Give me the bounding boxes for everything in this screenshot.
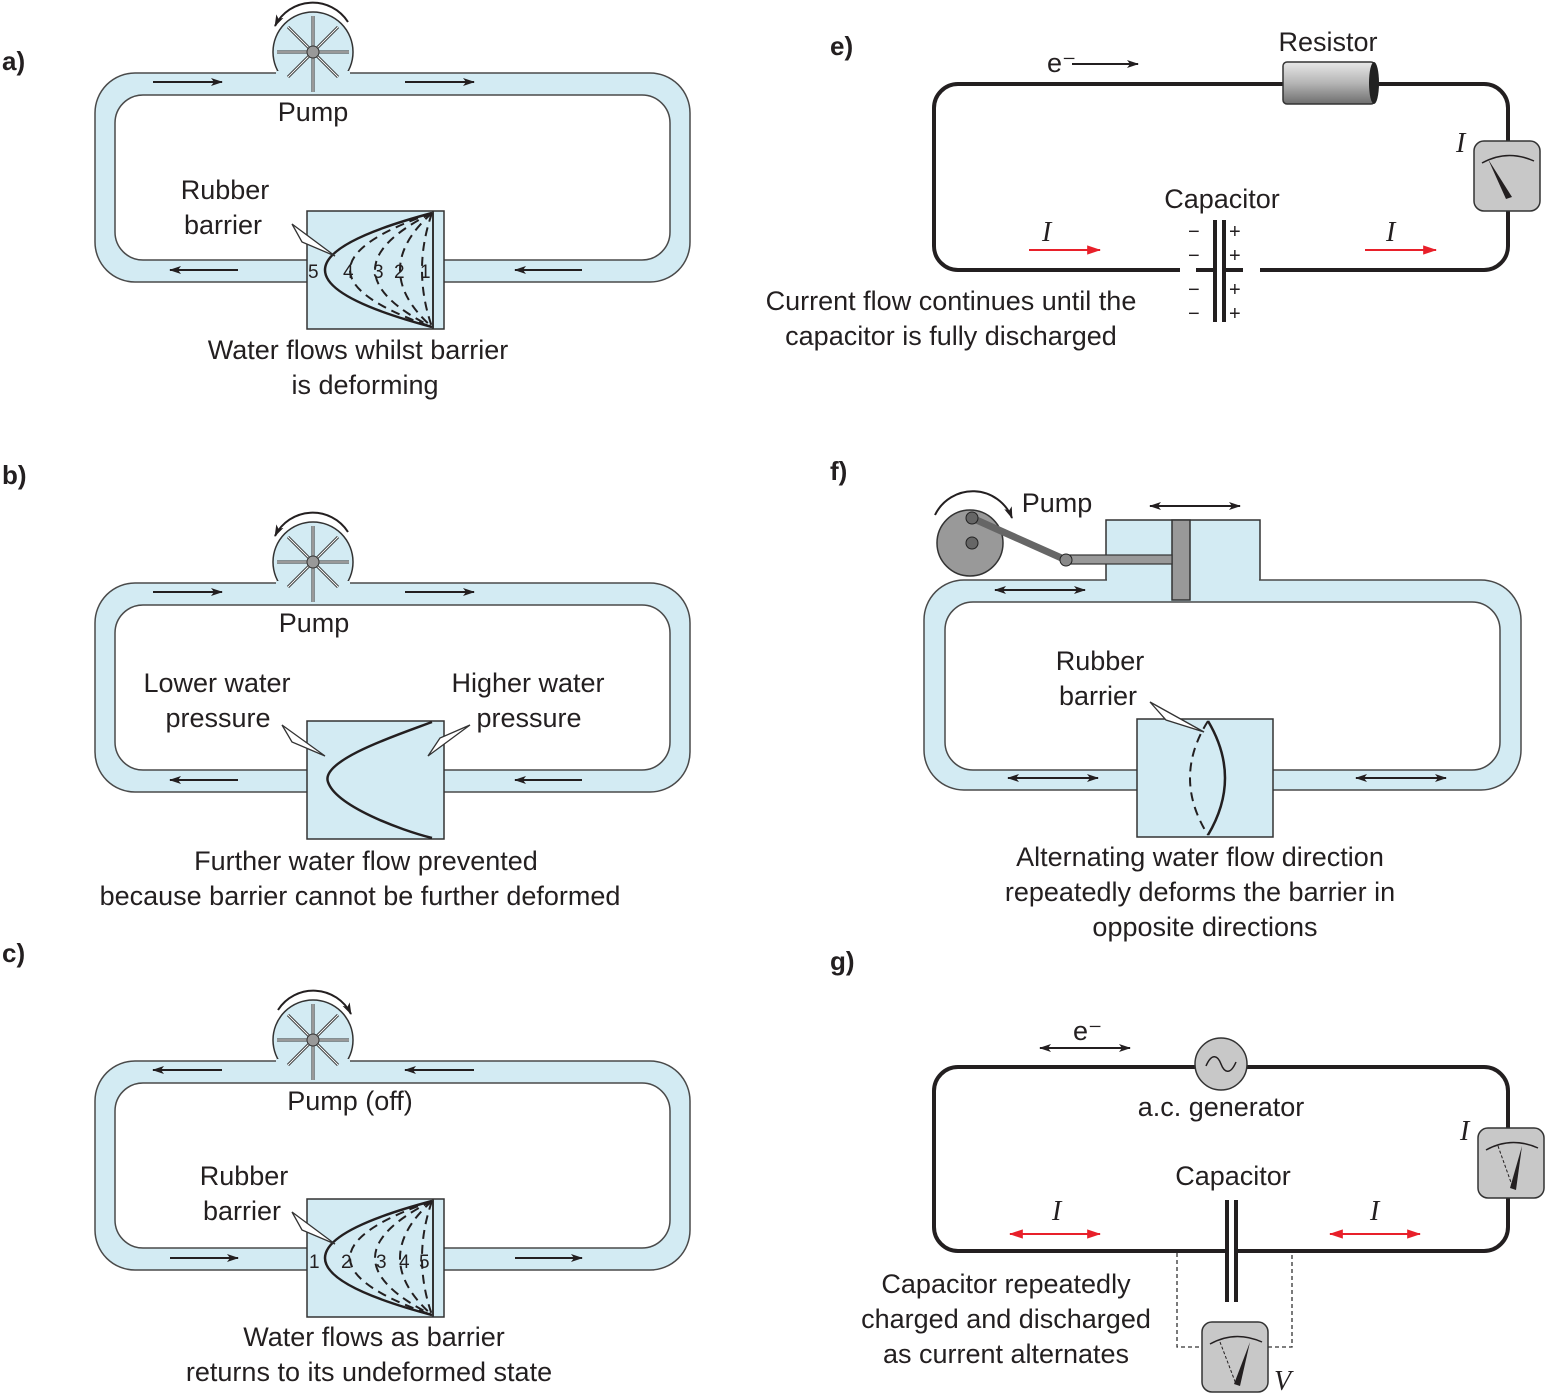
capacitor-icon (1200, 1200, 1262, 1302)
voltmeter-leads (1176, 1253, 1293, 1348)
stage-number: 3 (376, 1252, 387, 1273)
pump-label: Pump (278, 97, 349, 127)
negative-charge: − (1188, 303, 1200, 325)
barrier-label: barrier (1059, 681, 1137, 711)
barrier-label: barrier (203, 1196, 281, 1226)
panel-b: b) Pump Lower water pressure Higher wate… (2, 460, 691, 911)
rubber-barrier (326, 720, 433, 840)
electron-label: e⁻ (1073, 1016, 1102, 1046)
ammeter-current-label: I (1455, 128, 1467, 159)
voltmeter-icon (1201, 1321, 1269, 1393)
panel-e: e) e⁻ Resistor I − − − − + + + + (766, 27, 1541, 351)
panel-f: f) Pump Rubber barrier Alternating water… (830, 456, 1522, 942)
resistor-icon (1282, 61, 1379, 105)
rubber-barrier (324, 1199, 433, 1317)
higher-pressure-label: pressure (476, 703, 581, 733)
stage-number: 5 (419, 1252, 430, 1273)
caption: Water flows whilst barrier (208, 335, 509, 365)
barrier-chamber (1136, 718, 1274, 838)
caption: as current alternates (883, 1339, 1129, 1369)
barrier-label: Rubber (200, 1161, 289, 1191)
stage-number: 1 (420, 262, 431, 283)
lower-pressure-label: pressure (165, 703, 270, 733)
rotation-arrow-icon (274, 1, 349, 27)
panel-label: f) (830, 456, 847, 486)
label-pointer (1149, 701, 1205, 733)
label-pointer (281, 724, 326, 757)
stage-number: 3 (373, 262, 384, 283)
caption: Water flows as barrier (243, 1322, 505, 1352)
panel-c: c) 1 2 3 4 5 Pump (off) Rubber b (2, 938, 691, 1387)
caption: because barrier cannot be further deform… (100, 881, 621, 911)
caption: repeatedly deforms the barrier in (1005, 877, 1395, 907)
voltage-label: V (1274, 1366, 1294, 1397)
caption: Alternating water flow direction (1016, 842, 1384, 872)
ammeter-current-label: I (1459, 1116, 1471, 1147)
capacitor-label: Capacitor (1175, 1161, 1291, 1191)
higher-pressure-label: Higher water (451, 668, 604, 698)
ammeter-icon (1473, 140, 1541, 212)
negative-charge: − (1188, 279, 1200, 301)
caption: Further water flow prevented (194, 846, 538, 876)
pump-label: Pump (1022, 488, 1093, 518)
current-label: I (1369, 1196, 1381, 1227)
rubber-barrier (324, 211, 433, 329)
panel-g: g) e⁻ a.c. generator I Capacitor I I (830, 946, 1545, 1397)
positive-charge: + (1229, 245, 1241, 267)
caption: Capacitor repeatedly (881, 1269, 1131, 1299)
stage-number: 1 (309, 1252, 320, 1273)
rotation-arrow-icon (277, 989, 352, 1015)
panel-label: a) (2, 46, 25, 76)
negative-charge: − (1188, 245, 1200, 267)
current-label: I (1051, 1196, 1063, 1227)
panel-label: c) (2, 938, 25, 968)
ac-generator-icon (1194, 1037, 1248, 1091)
rotation-arrow-icon (274, 511, 349, 537)
label-pointer (427, 724, 471, 757)
panel-label: e) (830, 31, 853, 61)
positive-charge: + (1229, 303, 1241, 325)
capacitor-icon (1196, 220, 1243, 322)
rubber-barrier (1206, 720, 1227, 836)
panel-label: b) (2, 460, 27, 490)
piston-icon (1171, 519, 1191, 601)
barrier-label: Rubber (1056, 646, 1145, 676)
positive-charge: + (1229, 279, 1241, 301)
stage-number: 5 (308, 262, 319, 283)
stage-number: 4 (343, 262, 354, 283)
caption: is deforming (291, 370, 438, 400)
panel-a: a) 5 4 3 2 1 Pump Rubber barrier Water f… (2, 1, 691, 400)
stage-number: 2 (341, 1252, 352, 1273)
capacitor-label: Capacitor (1164, 184, 1280, 214)
generator-label: a.c. generator (1138, 1092, 1305, 1122)
resistor-label: Resistor (1278, 27, 1377, 57)
pump-label: Pump (279, 608, 350, 638)
lower-pressure-label: Lower water (143, 668, 290, 698)
barrier-label: Rubber (181, 175, 270, 205)
barrier-label: barrier (184, 210, 262, 240)
label-pointer (291, 1211, 336, 1245)
panel-label: g) (830, 946, 855, 976)
circuit-wire (932, 82, 1510, 272)
current-label: I (1041, 217, 1053, 248)
electron-label: e⁻ (1047, 48, 1076, 78)
current-label: I (1385, 217, 1397, 248)
stage-number: 2 (394, 262, 405, 283)
positive-charge: + (1229, 221, 1241, 243)
caption: capacitor is fully discharged (785, 321, 1117, 351)
pump-label: Pump (off) (287, 1086, 413, 1116)
rotation-arrow-icon (934, 490, 1013, 519)
caption: returns to its undeformed state (186, 1357, 552, 1387)
caption: opposite directions (1092, 912, 1317, 942)
caption: charged and discharged (861, 1304, 1151, 1334)
ammeter-icon (1477, 1127, 1545, 1199)
negative-charge: − (1188, 221, 1200, 243)
label-pointer (291, 223, 336, 257)
caption: Current flow continues until the (766, 286, 1137, 316)
stage-number: 4 (399, 1252, 410, 1273)
